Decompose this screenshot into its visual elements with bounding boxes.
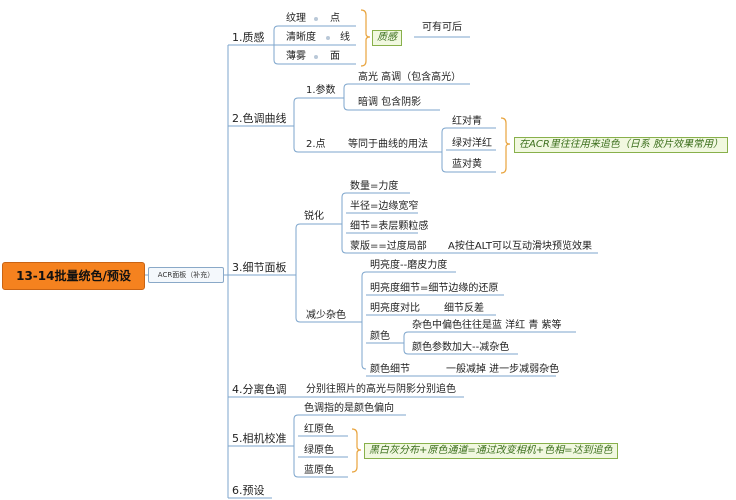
sharpen-amount: 数量=力度 xyxy=(350,181,399,192)
curve-points-label: 2.点 xyxy=(306,139,326,150)
texture-summary-note: 可有可后 xyxy=(422,22,462,33)
noise-color-item-2: 颜色参数加大--减杂色 xyxy=(412,342,510,353)
curve-params-label: 1.参数 xyxy=(306,85,336,96)
noise-luminance-detail: 明亮度细节=细节边缘的还原 xyxy=(370,283,499,294)
branch-detail-label[interactable]: 3.细节面板 xyxy=(232,261,287,274)
curve-param-highlight: 高光 高调（包含高光） xyxy=(358,72,462,83)
noise-color-label: 颜色 xyxy=(370,331,390,342)
texture-item-2-left: 清晰度 xyxy=(286,32,316,43)
curve-point-green: 绿对洋红 xyxy=(452,138,492,149)
texture-item-3-right: 面 xyxy=(330,51,340,62)
curve-param-shadow: 暗调 包含阴影 xyxy=(358,97,422,108)
branch-curve-label[interactable]: 2.色调曲线 xyxy=(232,112,287,125)
detail-sharpen-label: 锐化 xyxy=(304,211,324,222)
texture-item-2-right: 线 xyxy=(340,32,350,43)
calib-blue-primary: 蓝原色 xyxy=(304,465,334,476)
calib-hue-note: 色调指的是颜色偏向 xyxy=(304,403,394,414)
noise-color-detail: 颜色细节 xyxy=(370,364,410,375)
noise-color-item-1: 杂色中偏色往往是蓝 洋红 青 紫等 xyxy=(412,320,562,331)
texture-item-1-right: 点 xyxy=(330,13,340,24)
calib-red-primary: 红原色 xyxy=(304,424,334,435)
root-node[interactable]: 13-14批量统色/预设 xyxy=(2,262,145,290)
sharpen-radius: 半径=边缘宽窄 xyxy=(350,201,419,212)
split-note: 分别往照片的高光与阴影分别追色 xyxy=(306,384,456,395)
branch-preset-label[interactable]: 6.预设 xyxy=(232,484,265,497)
sharpen-mask-note: A按住ALT可以互动滑块预览效果 xyxy=(448,241,592,252)
texture-item-3-left: 薄雾 xyxy=(286,51,306,62)
sharpen-mask: 蒙版==过度局部 xyxy=(350,241,427,252)
curve-point-red: 红对青 xyxy=(452,116,482,127)
branch-texture-label[interactable]: 1.质感 xyxy=(232,31,265,44)
texture-item-1-left: 纹理 xyxy=(286,13,306,24)
acr-panel-node[interactable]: ACR面板（补充） xyxy=(148,267,224,283)
noise-contrast-note: 细节反差 xyxy=(444,303,484,314)
noise-color-detail-note: 一般减掉 进一步减弱杂色 xyxy=(446,364,560,375)
sharpen-detail: 细节=表层颗粒感 xyxy=(350,221,429,232)
branch-calib-label[interactable]: 5.相机校准 xyxy=(232,432,287,445)
curve-point-blue: 蓝对黄 xyxy=(452,159,482,170)
texture-summary-box[interactable]: 质感 xyxy=(372,30,402,46)
calib-green-primary: 绿原色 xyxy=(304,445,334,456)
calib-summary-box[interactable]: 黑白灰分布+原色通道=通过改变相机+色相=达到追色 xyxy=(364,443,618,459)
branch-split-label[interactable]: 4.分离色调 xyxy=(232,383,287,396)
curve-points-note: 等同于曲线的用法 xyxy=(348,139,428,150)
curve-summary-box[interactable]: 在ACR里往往用来追色（日系 胶片效果常用） xyxy=(514,137,728,153)
noise-luminance-contrast: 明亮度对比 xyxy=(370,303,420,314)
detail-noise-label: 减少杂色 xyxy=(306,310,346,321)
noise-luminance: 明亮度--磨皮力度 xyxy=(370,260,448,271)
